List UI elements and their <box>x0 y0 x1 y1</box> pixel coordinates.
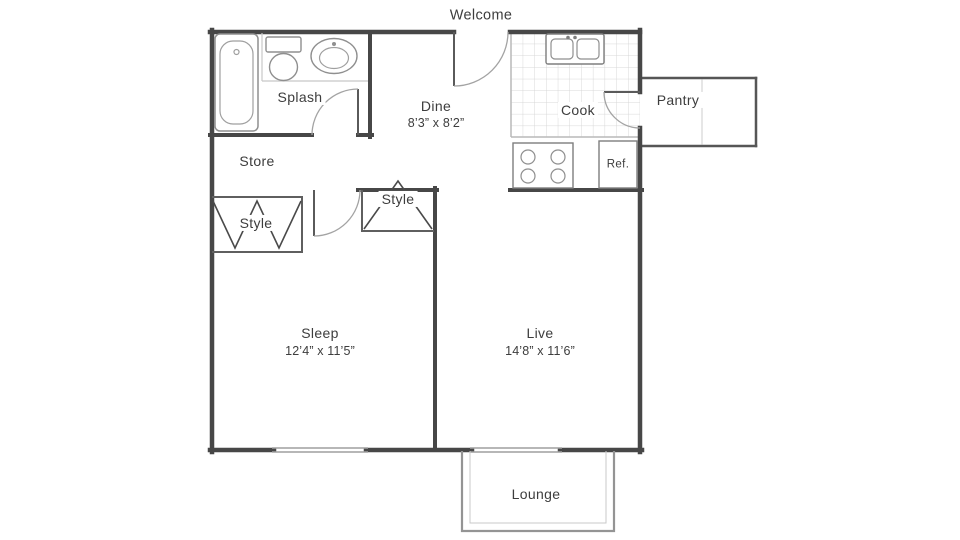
entry-door-swing-icon <box>453 31 509 87</box>
closet-label-style-bedroom: Style <box>378 190 418 208</box>
bathtub-icon <box>214 33 259 132</box>
room-dims-sleep: 12’4” x 11’5” <box>282 343 358 359</box>
room-label-splash: Splash <box>274 88 326 106</box>
pantry-door-swing-icon <box>603 91 641 129</box>
bathroom-door-swing-icon <box>311 88 359 136</box>
pantry-walls <box>638 76 758 148</box>
toilet-icon <box>265 36 302 82</box>
interior-walls <box>208 30 644 452</box>
refrigerator-label: Ref. <box>605 158 631 172</box>
bathroom-sink-icon <box>310 37 358 75</box>
room-dims-live: 14’8” x 11’6” <box>502 343 578 359</box>
room-label-lounge: Lounge <box>508 485 564 503</box>
stove-icon <box>512 142 574 189</box>
closet-label-style-hall: Style <box>236 214 276 232</box>
room-label-live: Live <box>523 324 557 342</box>
closet-walls <box>212 190 434 253</box>
kitchen-sink-icon <box>545 33 605 65</box>
closet-rod-zigzag-icon <box>212 179 433 250</box>
window-icon <box>272 447 562 453</box>
room-dims-dine: 8’3” x 8’2” <box>404 115 468 131</box>
lounge-patio-outline <box>460 451 616 533</box>
room-label-dine: Dine <box>417 97 455 115</box>
room-label-pantry: Pantry <box>653 91 703 109</box>
room-label-store: Store <box>236 152 278 170</box>
room-label-sleep: Sleep <box>298 324 342 342</box>
vanity-counter <box>261 33 368 82</box>
welcome-label: Welcome <box>446 7 516 25</box>
room-label-cook: Cook <box>557 101 599 119</box>
bedroom-door-swing-icon <box>313 189 361 237</box>
exterior-walls <box>207 27 645 455</box>
